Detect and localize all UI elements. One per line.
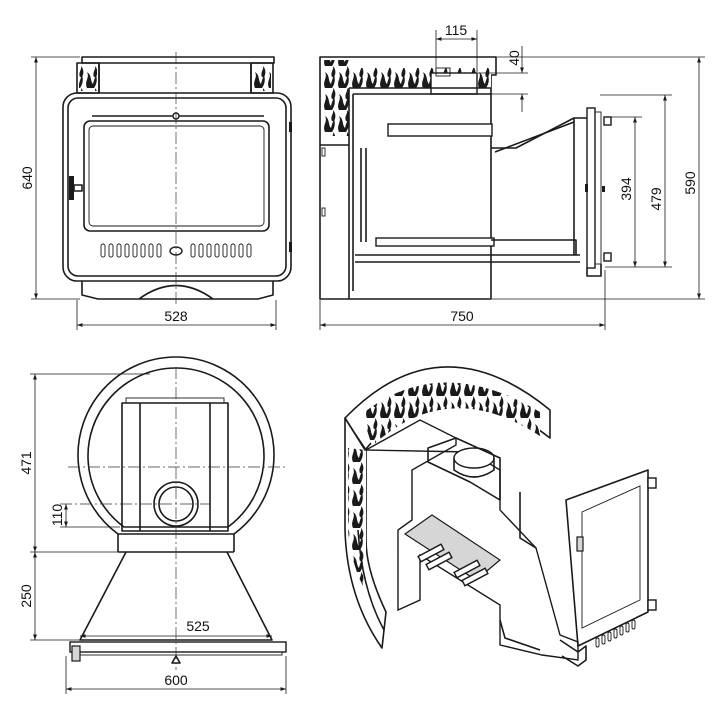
- top-door-handle: [71, 645, 81, 662]
- iso-grate-bars: [417, 543, 489, 587]
- top-width-label: 600: [164, 672, 188, 688]
- front-door-frame: [62, 92, 292, 282]
- iso-door-panel: [565, 469, 649, 647]
- iso-door-window: [581, 485, 641, 629]
- iso-ring-wall: [344, 417, 387, 649]
- front-hinge-top: [289, 122, 292, 132]
- side-door-outer-label: 479: [648, 187, 664, 211]
- iso-door-vent: [595, 619, 636, 648]
- top-view: [60, 356, 287, 670]
- front-glass: [88, 125, 265, 227]
- top-inner-width-label: 525: [186, 618, 210, 634]
- side-tunnel-bottom: [491, 239, 577, 255]
- flue-height-label: 40: [506, 50, 522, 66]
- top-outer-ring: [77, 356, 275, 535]
- side-height-label: 590: [682, 171, 698, 195]
- front-left-flame-pattern: [79, 66, 97, 91]
- front-right-flame-pattern: [253, 66, 271, 91]
- front-bottom-vent: [100, 243, 252, 258]
- side-door-inner-label: 394: [618, 177, 634, 201]
- side-door-hinge-bottom: [603, 252, 612, 262]
- side-dimensions: 115 40 394 479 590 750: [319, 22, 705, 330]
- side-door-frame: [586, 107, 596, 269]
- top-round-depth-label: 471: [18, 451, 34, 475]
- front-base-arch: [138, 284, 214, 300]
- iso-firebox: [363, 419, 579, 661]
- top-door-plate: [69, 641, 287, 653]
- side-door-hinge-top: [603, 116, 612, 126]
- side-tunnel-top: [491, 117, 590, 149]
- top-flue-offset-label: 110: [49, 504, 65, 527]
- front-height-label: 640: [19, 166, 35, 190]
- side-view: [319, 56, 612, 300]
- front-base: [81, 281, 274, 300]
- front-top-plate: [81, 56, 275, 64]
- front-glass-outer: [83, 120, 270, 232]
- isometric-cutaway: [344, 366, 657, 667]
- front-width-label: 528: [164, 308, 188, 324]
- iso-ring-flame-pattern: [362, 382, 540, 446]
- front-handle-bracket: [73, 184, 83, 192]
- side-grate: [375, 237, 495, 247]
- iso-door-handle: [576, 536, 584, 552]
- iso-baffle: [427, 437, 501, 501]
- side-length-label: 750: [450, 308, 474, 324]
- side-baffle-shelf: [387, 123, 493, 137]
- front-dimensions: 640 528: [19, 56, 277, 330]
- top-dimensions: 471 250 110 525 600: [18, 373, 287, 694]
- iso-door-hinge-top: [647, 477, 657, 489]
- front-door-handle: [69, 176, 74, 200]
- side-left-flame-pattern: [323, 60, 349, 136]
- iso-door-hinge-bottom: [647, 599, 657, 611]
- flue-width-label: 115: [445, 22, 468, 38]
- top-inner-ring: [87, 367, 265, 528]
- front-hinge-bottom: [289, 242, 292, 252]
- front-view: [62, 52, 292, 305]
- iso-flue-opening: [453, 447, 495, 469]
- top-tunnel-depth-label: 250: [18, 584, 34, 608]
- front-door-inner-frame: [67, 97, 287, 277]
- top-tunnel: [79, 551, 273, 641]
